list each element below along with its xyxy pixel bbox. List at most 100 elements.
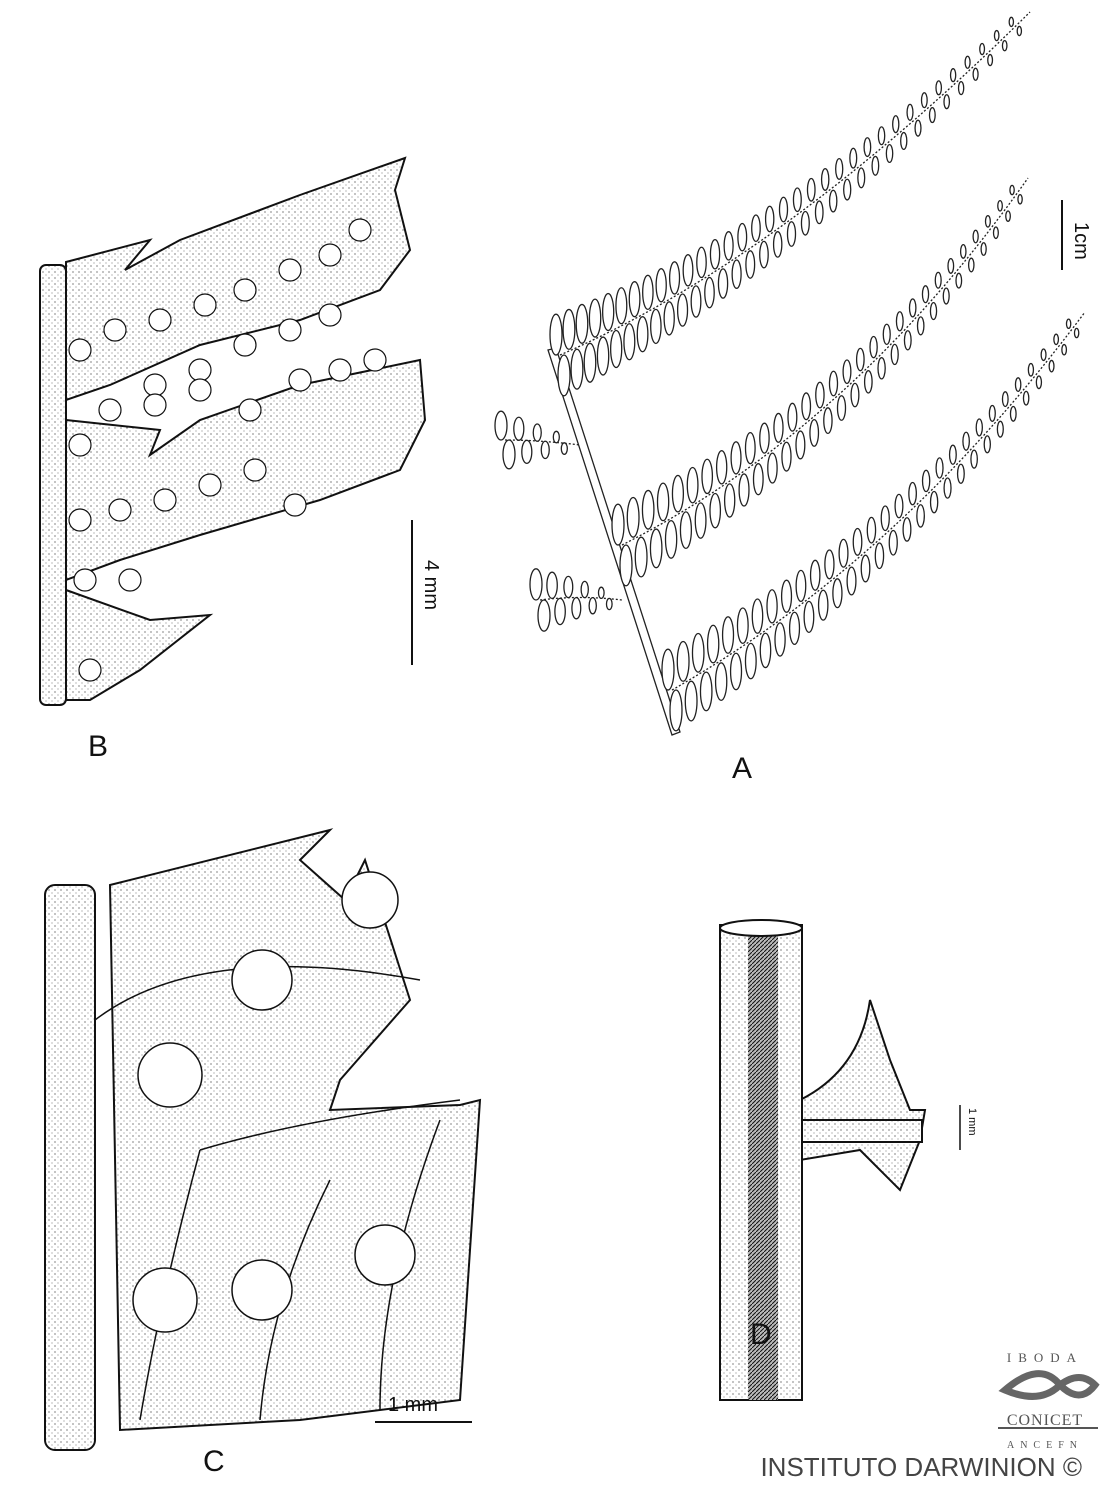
figure-a-pinnule — [709, 238, 721, 270]
figure-a-pinnule — [800, 210, 810, 236]
figure-b-sorus — [193, 293, 217, 317]
figure-a-pinna — [494, 410, 581, 470]
figure-b-sorus — [68, 508, 92, 532]
figure-a-pinnule — [570, 348, 584, 390]
figure-a-pinnule — [871, 155, 880, 176]
figure-a-pinnule — [655, 268, 667, 303]
figure-a-pinnule — [828, 189, 838, 213]
figure-a-pinnule — [792, 187, 802, 213]
figure-a-pinnule — [699, 671, 713, 712]
logo-ancefn-text: ANCEFN — [1006, 1440, 1083, 1451]
figure-a-pinnule — [877, 126, 886, 146]
figure-a-pinnule — [676, 640, 690, 682]
figure-d-rachis-section — [719, 919, 927, 1401]
figure-b-sorus — [68, 433, 92, 457]
figure-a-pinnule — [1073, 327, 1080, 339]
figure-a-pinnule — [611, 503, 625, 546]
figure-a-pinnule — [843, 178, 852, 201]
figure-a-pinnule — [943, 94, 951, 110]
figure-a-pinnule — [894, 493, 904, 519]
figure-a-pinnule — [1040, 348, 1047, 362]
figure-a-pinnule — [849, 147, 858, 169]
figure-a-pinnule — [803, 600, 815, 634]
figure-a-pinnule — [855, 347, 865, 372]
figure-a-pinnule — [759, 422, 770, 454]
figure-a-pinnule — [610, 329, 623, 369]
figure-d-groove — [748, 925, 778, 1400]
figure-d-costa — [801, 1119, 923, 1143]
figure-a-pinnule — [997, 200, 1003, 212]
figure-a-pinnule — [908, 481, 917, 506]
figure-a-pinnule — [972, 67, 979, 81]
figure-b-sorus — [68, 338, 92, 362]
figure-a-pinnule — [730, 441, 742, 475]
figure-a-pinnule — [668, 261, 681, 295]
figure-a-pinnule — [921, 469, 931, 493]
figure-a-pinnule — [916, 316, 925, 336]
figure-c-segment-detail — [44, 828, 482, 1451]
figure-a-pinnule — [929, 302, 938, 321]
figure-a-pinnule — [715, 450, 728, 485]
figure-a-pinnule — [786, 221, 797, 247]
figure-b-rachis — [39, 264, 67, 706]
figure-c-sorus — [341, 871, 399, 929]
figure-a-pinnule — [721, 616, 735, 654]
figure-a-pinnule — [767, 452, 778, 484]
figure-a-pinnule — [967, 257, 975, 273]
figure-a-pinna — [549, 11, 1031, 397]
figure-a-pinnule — [1048, 359, 1055, 373]
figure-a-pinnule — [947, 257, 955, 274]
figure-a-pinnule — [959, 243, 967, 259]
figure-a-pinnule — [992, 226, 999, 240]
figure-a-pinnule — [583, 342, 597, 383]
figure-b-sorus — [318, 303, 342, 327]
figure-a-pinnule — [772, 231, 783, 258]
panel-label-a: A — [732, 752, 753, 785]
figure-a-pinnule — [988, 404, 996, 422]
figure-a-pinnule — [832, 578, 843, 609]
figure-a-pinnule — [723, 231, 734, 261]
figure-a-pinnule — [787, 402, 798, 432]
figure-a-pinnule — [874, 542, 885, 570]
figure-a-pinnule — [532, 423, 542, 442]
figure-a-pinnule — [880, 505, 890, 532]
figure-c-sorus — [231, 1259, 293, 1321]
figure-a-pinnule — [628, 281, 641, 318]
figure-a-pinnule — [980, 242, 987, 256]
figure-b-pinna-segment — [39, 156, 427, 706]
figure-a-pinnule — [979, 42, 986, 56]
figure-a-pinnule — [605, 597, 613, 611]
figure-a-pinnule — [642, 274, 654, 311]
figure-a-pinnule — [714, 662, 728, 702]
figure-a-pinnule — [766, 589, 778, 624]
figure-a-pinnule — [686, 466, 699, 504]
figure-a-pinnule — [554, 597, 566, 626]
figure-a-pinnule — [806, 177, 816, 202]
figure-b-lower-segment — [65, 588, 214, 701]
figure-a-pinnule — [773, 412, 784, 443]
figure-a-pinnule — [759, 240, 769, 269]
figure-a-pinnule — [983, 435, 991, 454]
figure-a-pinnule — [824, 549, 835, 580]
figure-a-pinnule — [882, 323, 891, 346]
panel-label-b: B — [88, 730, 109, 763]
figure-b-sorus — [98, 398, 122, 422]
figure-a-pinnule — [814, 200, 824, 225]
figure-a-frond — [494, 11, 1086, 736]
figure-a-pinnule — [943, 477, 952, 499]
figure-b-sorus — [78, 658, 102, 682]
figure-a-pinnule — [615, 287, 628, 325]
figure-a-pinnule — [737, 222, 748, 252]
figure-a-pinnule — [626, 496, 640, 538]
figure-a-pinnule — [888, 529, 898, 556]
figure-a-pinnule — [809, 559, 821, 591]
figure-a-pinnule — [970, 449, 978, 469]
figure-a-pinnule — [942, 287, 950, 305]
figure-b-sorus — [278, 318, 302, 342]
figure-c-sorus — [132, 1267, 198, 1333]
figure-b-sorus — [108, 498, 132, 522]
figure-a-pinnule — [857, 167, 866, 189]
figure-b-sorus — [118, 568, 142, 592]
figure-a-pinnule — [972, 229, 979, 244]
